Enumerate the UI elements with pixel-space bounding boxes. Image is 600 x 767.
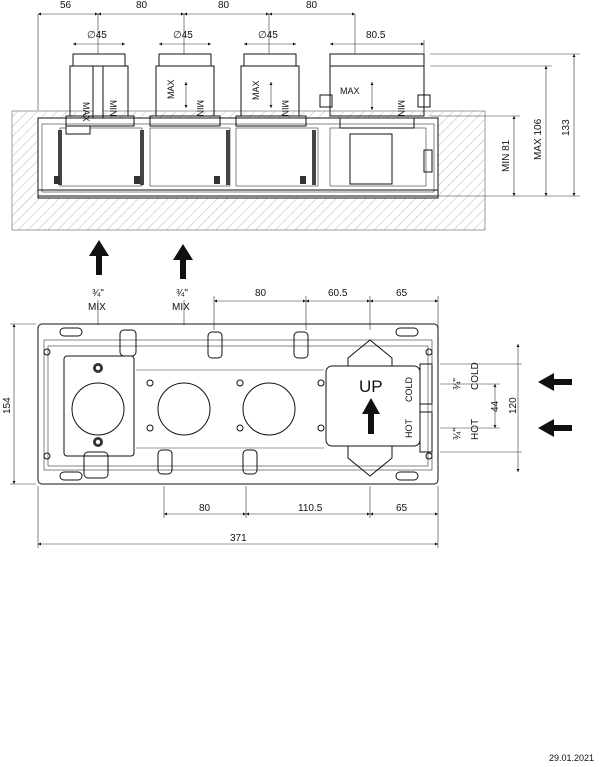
dim-120: 120 bbox=[508, 397, 519, 414]
dim-front-60-5: 60.5 bbox=[328, 288, 348, 299]
up-arrow-icon bbox=[362, 398, 380, 434]
dim-max-106: MAX 106 bbox=[533, 118, 544, 160]
cartridge-1 bbox=[65, 53, 135, 135]
diameter-1: ∅45 bbox=[87, 30, 107, 41]
valve-body-1 bbox=[63, 355, 135, 457]
up-label: UP bbox=[359, 377, 383, 396]
left-arrow-icon bbox=[538, 373, 572, 391]
cartridge-3 bbox=[235, 53, 307, 127]
section-view: MAX MIN MAX MIN MAX MIN MAX MIN 56 80 80… bbox=[11, 0, 580, 231]
hot-size: ¾" bbox=[452, 428, 463, 440]
max-label-3: MAX bbox=[251, 80, 261, 100]
port-name-2: MIX bbox=[172, 302, 190, 313]
min-label-1: MIN bbox=[108, 100, 118, 117]
min-label-3: MIN bbox=[280, 100, 290, 117]
dim-bottom-80: 80 bbox=[199, 503, 211, 514]
cold-size: ¾" bbox=[452, 378, 463, 390]
drawing-date: 29.01.2021 bbox=[548, 753, 594, 763]
dim-80-b: 80 bbox=[218, 0, 230, 11]
dim-min-81: MIN 81 bbox=[501, 139, 512, 172]
diameter-2: ∅45 bbox=[173, 30, 193, 41]
dim-front-80: 80 bbox=[255, 288, 267, 299]
left-arrow-icon bbox=[538, 419, 572, 437]
hot-name: HOT bbox=[470, 419, 481, 440]
front-view: ¾" MIX ¾" MIX 80 60.5 65 bbox=[2, 288, 572, 548]
port-size-1: ¾" bbox=[92, 288, 104, 299]
min-label-2: MIN bbox=[195, 100, 205, 117]
valve-bore-1 bbox=[71, 382, 125, 436]
max-label-1: MAX bbox=[81, 102, 91, 122]
dim-80-c: 80 bbox=[306, 0, 318, 11]
cartridge-4 bbox=[319, 53, 431, 129]
valve-bore-2 bbox=[157, 382, 211, 436]
mounting-plate bbox=[37, 323, 439, 485]
cartridge-2 bbox=[149, 53, 221, 127]
dim-133: 133 bbox=[561, 119, 572, 136]
up-arrow-icon bbox=[89, 240, 109, 275]
port-size-2: ¾" bbox=[176, 288, 188, 299]
up-arrow-icon bbox=[173, 244, 193, 279]
diameter-3: ∅45 bbox=[258, 30, 278, 41]
min-label-4: MIN bbox=[396, 100, 406, 117]
dim-80-a: 80 bbox=[136, 0, 148, 11]
dim-56: 56 bbox=[60, 0, 72, 11]
dim-154: 154 bbox=[2, 397, 13, 414]
valve-bore-3 bbox=[242, 382, 296, 436]
dim-bottom-110-5: 110.5 bbox=[298, 503, 323, 514]
dim-front-65: 65 bbox=[396, 288, 408, 299]
dim-371: 371 bbox=[230, 533, 247, 544]
port-name-1: MIX bbox=[88, 302, 106, 313]
dim-44: 44 bbox=[490, 400, 501, 412]
flow-arrows-up bbox=[89, 240, 193, 279]
max-label-4: MAX bbox=[340, 86, 360, 96]
cold-name: COLD bbox=[470, 362, 481, 390]
box-hot-label: HOT bbox=[404, 419, 414, 439]
max-label-2: MAX bbox=[166, 79, 176, 99]
dim-80-5: 80.5 bbox=[366, 30, 386, 41]
dim-bottom-65: 65 bbox=[396, 503, 408, 514]
box-cold-label: COLD bbox=[404, 376, 414, 402]
